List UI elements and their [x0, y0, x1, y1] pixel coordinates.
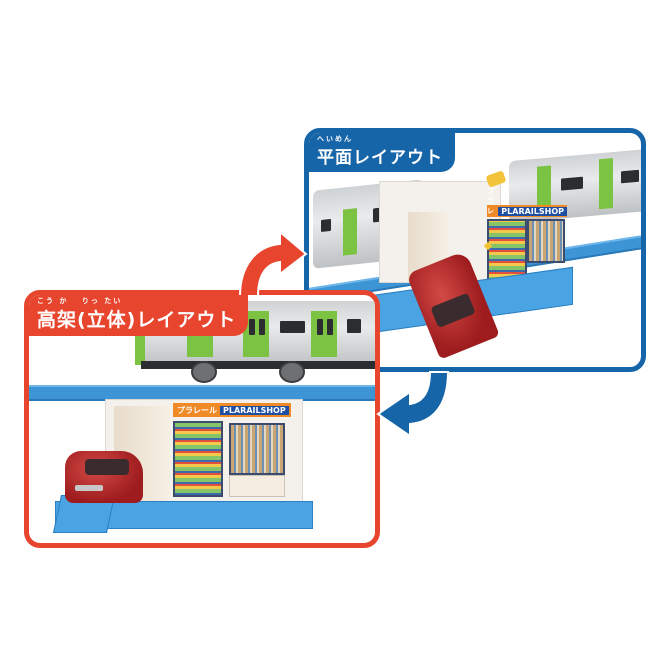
flat-shop-shelf-right: [527, 219, 565, 263]
elevated-layout-label: こう か りっ たい 高架(立体)レイアウト: [29, 295, 249, 336]
elevated-shop-shelf-left: [173, 421, 223, 497]
curved-arrow-up-right-icon: [238, 229, 308, 297]
curved-arrow-down-left-icon: [376, 371, 450, 438]
elevated-red-car: [65, 451, 143, 503]
flat-layout-ruby: へいめん: [317, 135, 353, 143]
train-wheel: [279, 361, 305, 383]
elevated-shop-shelf-right: [229, 423, 285, 475]
flat-layout-label: へいめん 平面レイアウト: [309, 133, 455, 172]
train-wheel: [191, 361, 217, 383]
flat-layout-title: 平面レイアウト: [317, 148, 443, 168]
elevated-layout-ruby: こう か りっ たい: [37, 297, 123, 305]
elevated-layout-title: 高架(立体)レイアウト: [37, 309, 237, 331]
